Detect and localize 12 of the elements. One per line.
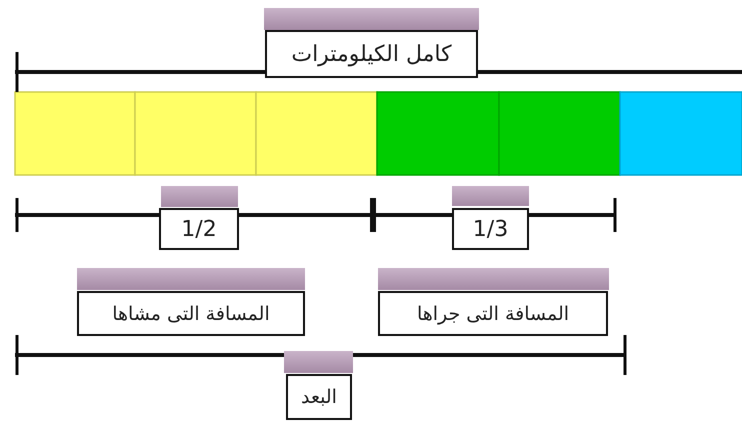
label-text: 1/3 — [472, 216, 508, 242]
label-text: كامل الكيلومترات — [291, 42, 452, 66]
label-text: 1/2 — [181, 216, 217, 242]
label-text: المسافة التى مشاها — [112, 302, 270, 324]
label-box — [265, 30, 478, 78]
label-text: البعد — [301, 386, 337, 408]
label-box — [378, 291, 608, 336]
label-box — [286, 374, 352, 420]
label-box — [159, 208, 239, 250]
label-box — [452, 208, 529, 250]
label-text: المسافة التى جراها — [416, 302, 570, 324]
label-box — [77, 291, 305, 336]
